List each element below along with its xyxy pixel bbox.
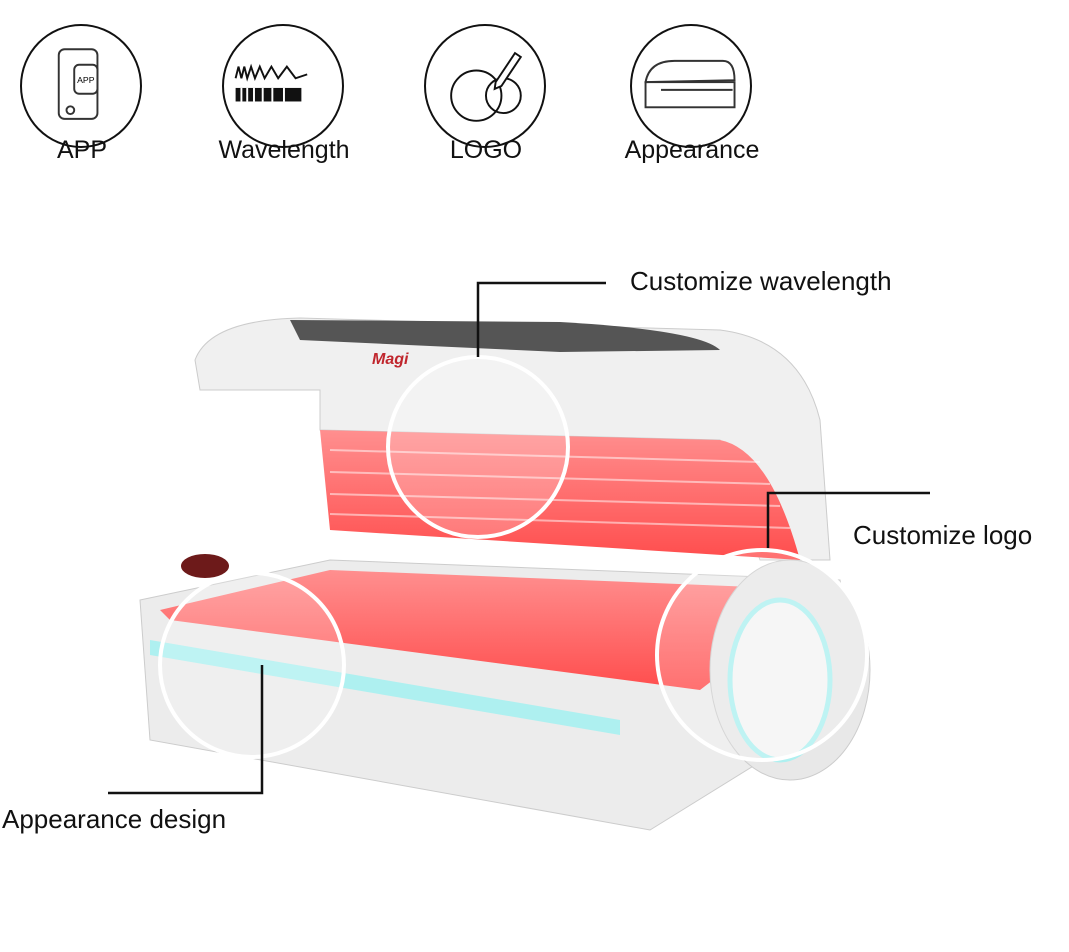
logo-leader-line: [766, 491, 930, 548]
callout-customize-wavelength: Customize wavelength: [630, 266, 892, 296]
wavelength-icon: [222, 24, 344, 148]
feature-label-appearance: Appearance: [624, 136, 760, 164]
feature-label-wavelength: Wavelength: [218, 136, 350, 164]
callout-appearance-design: Appearance design: [2, 804, 227, 834]
feature-label-app: APP: [56, 136, 108, 164]
feature-label-logo: LOGO: [449, 136, 523, 164]
appearance-icon: [630, 24, 752, 148]
app-icon: APP: [20, 24, 142, 148]
logo-magnifier: [655, 548, 869, 762]
appearance-magnifier: [158, 571, 346, 759]
svg-text:APP: APP: [77, 75, 95, 85]
wavelength-leader-line: [476, 281, 606, 357]
logo-icon: [424, 24, 546, 148]
wavelength-magnifier: [386, 355, 570, 539]
callout-customize-logo: Customize logo: [853, 520, 1033, 550]
brand-logo: Magi: [372, 351, 409, 368]
appearance-leader-line: [108, 665, 264, 795]
